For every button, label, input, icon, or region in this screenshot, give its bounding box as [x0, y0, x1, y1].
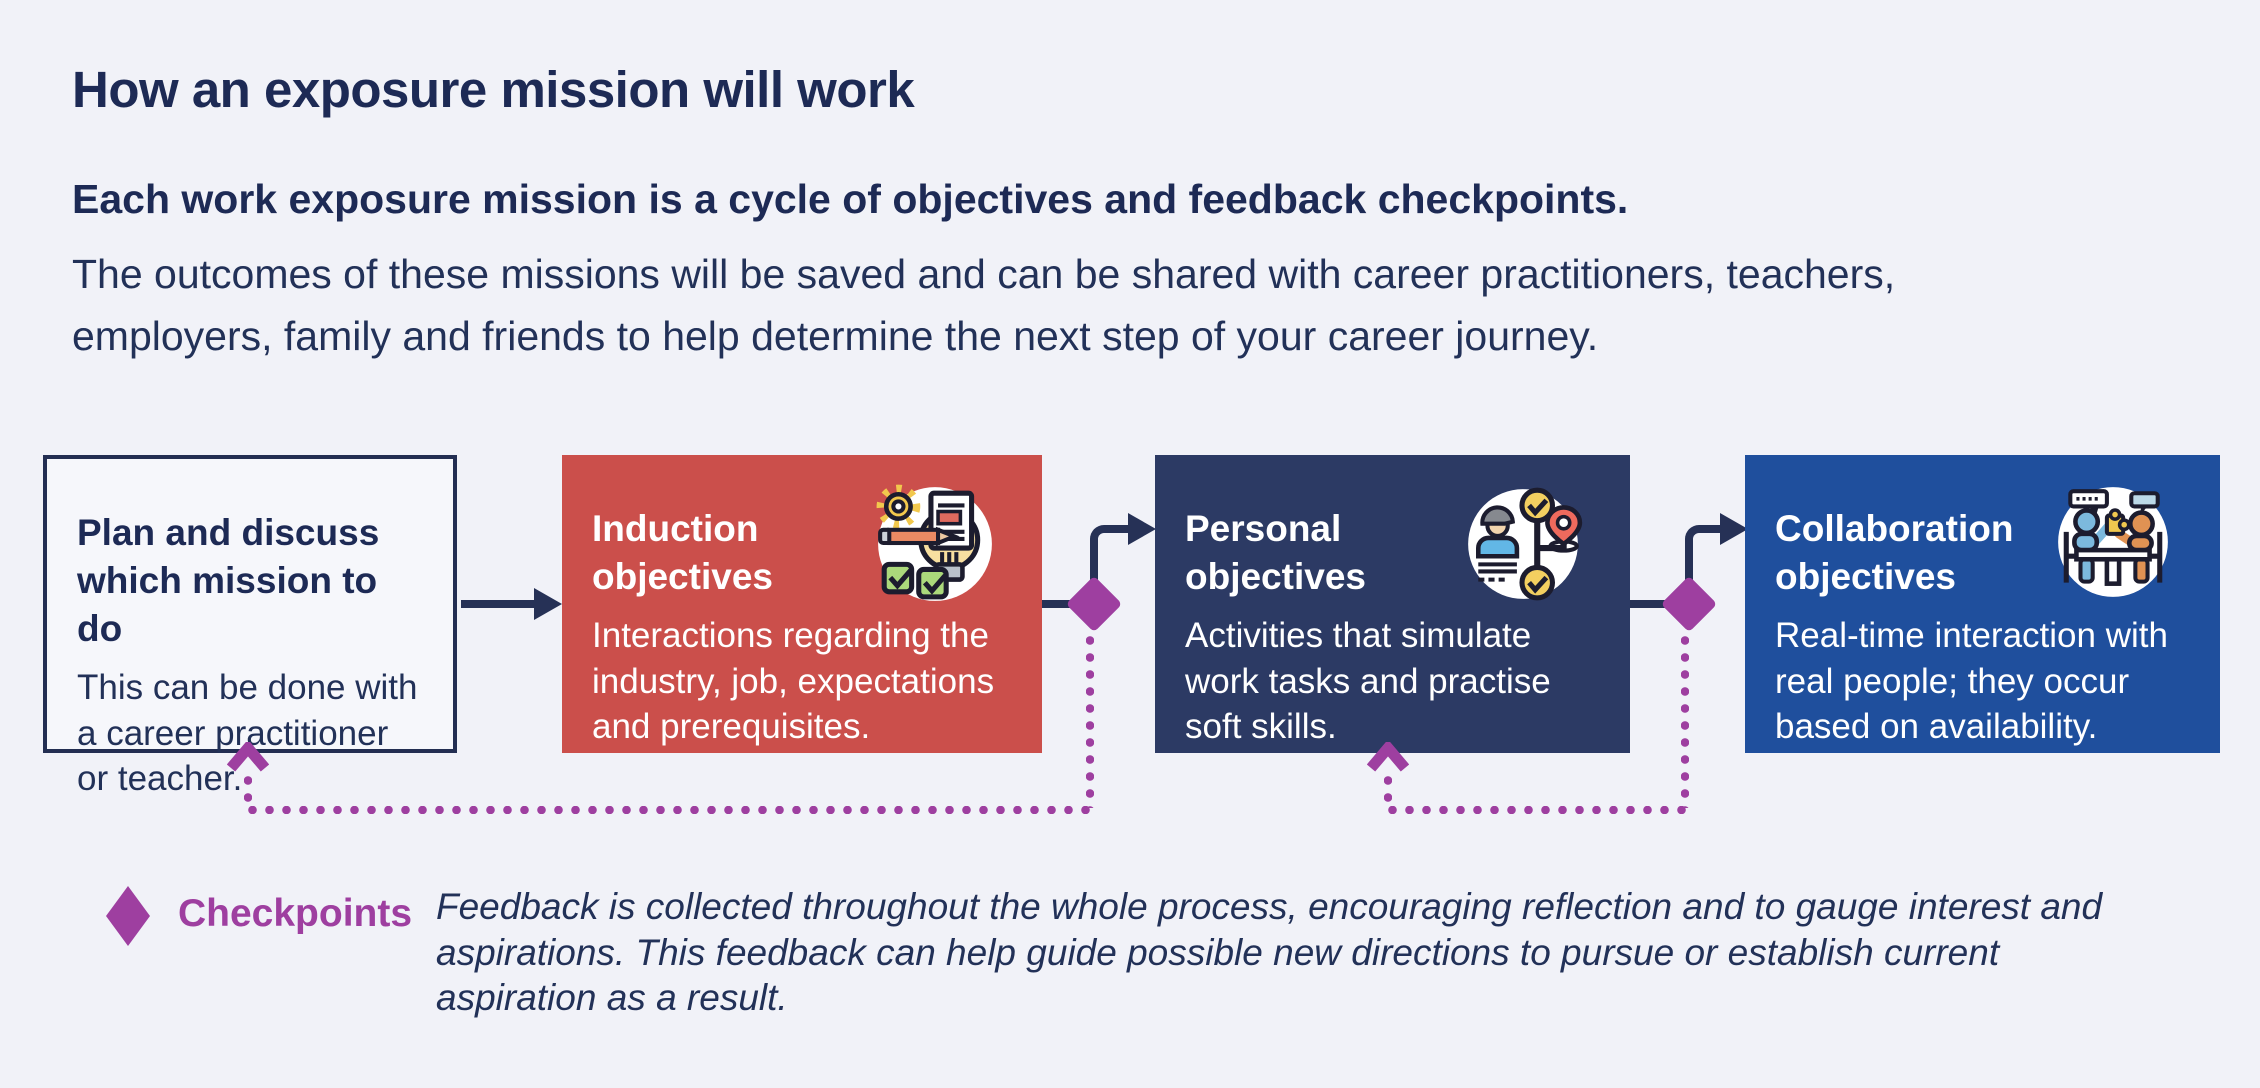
- step-personal-box: Personal objectives Activities that simu…: [1155, 455, 1630, 753]
- legend-description: Feedback is collected throughout the who…: [436, 886, 2103, 1018]
- personal-journey-icon: [1468, 487, 1583, 601]
- induction-tools-icon: [876, 484, 992, 601]
- page-description: The outcomes of these missions will be s…: [72, 251, 1896, 359]
- flow-connector-line: [1630, 600, 1666, 608]
- feedback-loop-dotted-line: [1681, 632, 1689, 808]
- flow-arrow-head-icon: [1720, 513, 1748, 545]
- step-collaboration-box: Collaboration objectives Real-time inter…: [1745, 455, 2220, 753]
- step-title: Plan and discuss which mission to do: [77, 512, 380, 650]
- feedback-loop-dotted-line: [1086, 632, 1094, 808]
- feedback-loop-dotted-line: [1384, 772, 1392, 808]
- feedback-loop-arrow-icon: [1367, 742, 1409, 772]
- page-subtitle: Each work exposure mission is a cycle of…: [72, 176, 1629, 222]
- flow-arrow-head-icon: [1128, 513, 1156, 545]
- legend-label: Checkpoints: [178, 892, 413, 935]
- flow-connector-elbow: [1685, 525, 1727, 589]
- legend-checkpoint-diamond-icon: [106, 886, 150, 946]
- page-title: How an exposure mission will work: [72, 61, 915, 118]
- feedback-loop-dotted-line: [244, 772, 252, 808]
- step-induction-box: Induction objectives Interactions regard…: [562, 455, 1042, 753]
- flow-arrow-line: [461, 600, 537, 608]
- step-description: Interactions regarding the industry, job…: [592, 616, 995, 747]
- flow-connector-elbow: [1090, 525, 1132, 589]
- flow-arrow-head-icon: [534, 588, 562, 620]
- step-description: Real-time interaction with real people; …: [1775, 616, 2168, 747]
- step-title: Collaboration objectives: [1775, 508, 2014, 598]
- step-plan-box: Plan and discuss which mission to do Thi…: [43, 455, 457, 798]
- collaboration-people-icon: [2058, 487, 2168, 597]
- feedback-loop-arrow-icon: [227, 742, 269, 772]
- step-title: Induction objectives: [592, 508, 773, 598]
- flow-connector-line: [1042, 600, 1078, 608]
- step-title: Personal objectives: [1185, 508, 1366, 598]
- feedback-loop-dotted-line: [1384, 806, 1689, 814]
- feedback-loop-dotted-line: [244, 806, 1094, 814]
- step-description: This can be done with a career practitio…: [77, 668, 418, 799]
- step-description: Activities that simulate work tasks and …: [1185, 616, 1551, 747]
